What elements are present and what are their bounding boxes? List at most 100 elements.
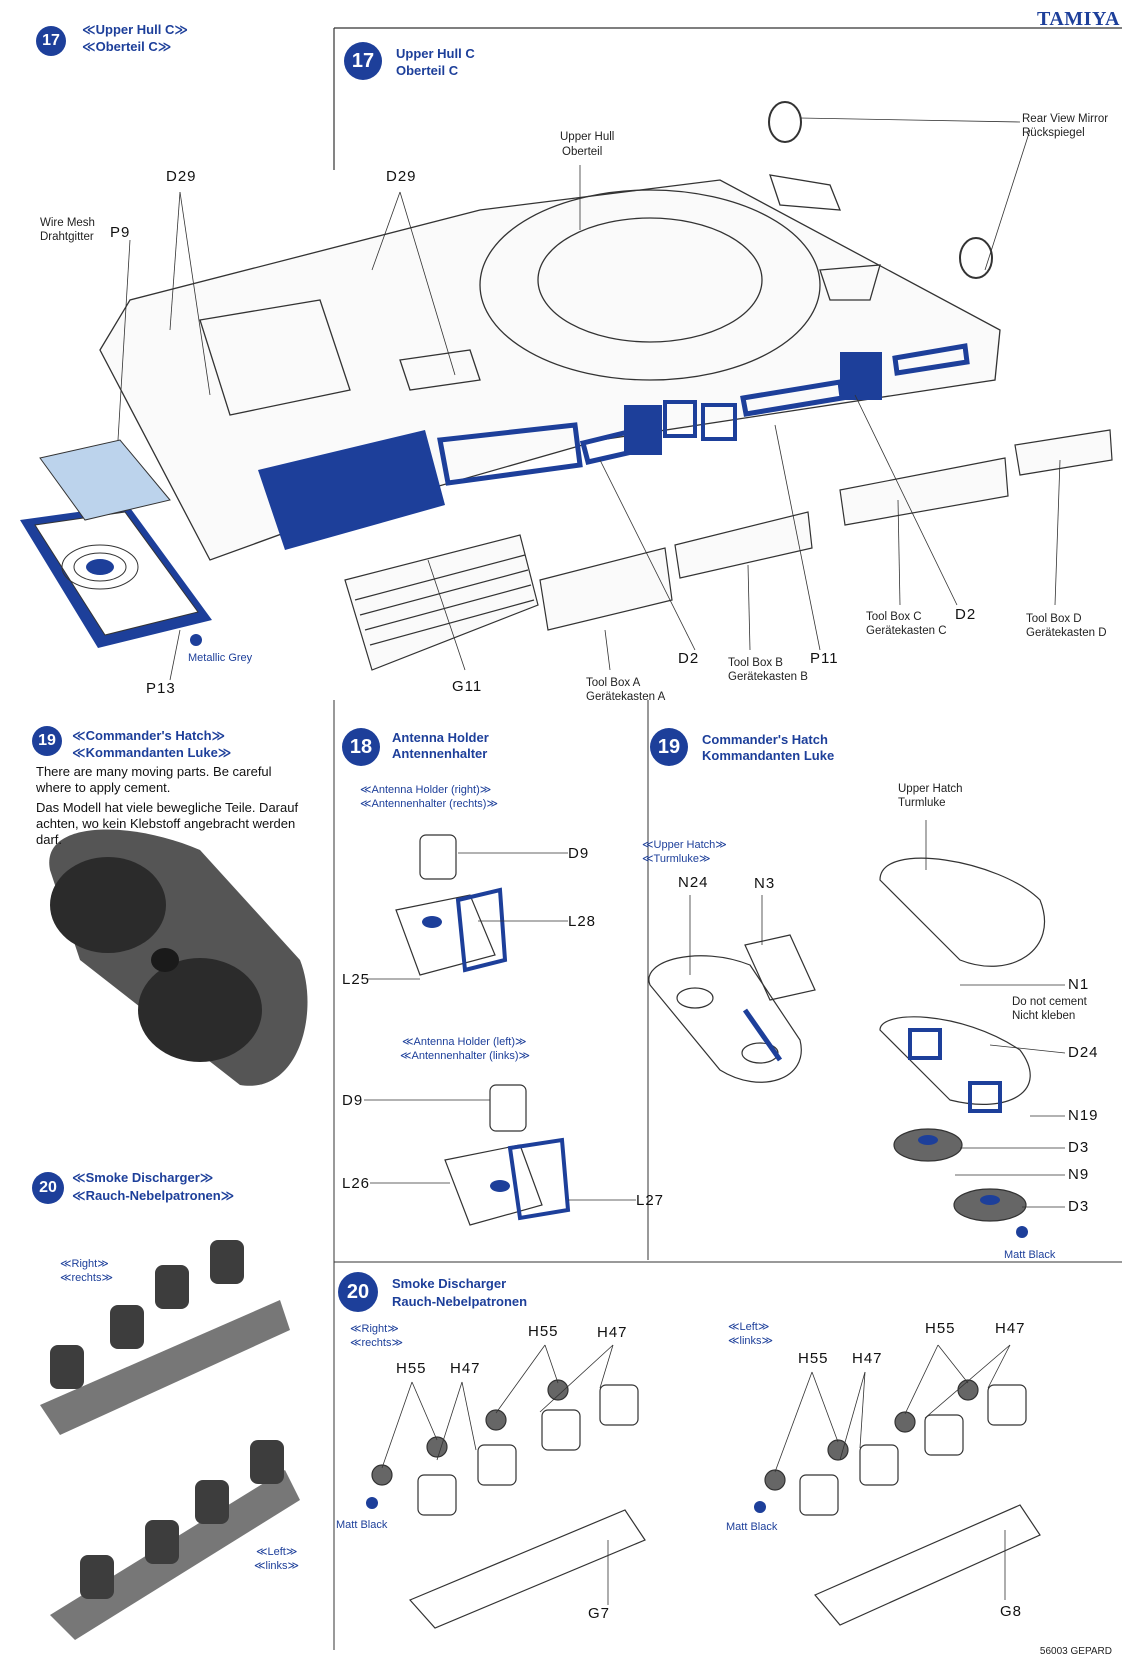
part-h55-r: H55 xyxy=(396,1360,427,1377)
discharger-left-en: ≪Left≫ xyxy=(728,1321,770,1333)
part-h47-r: H47 xyxy=(450,1360,481,1377)
label-mirror-de: Rückspiegel xyxy=(1022,127,1085,139)
step-20-main-badge: 20 xyxy=(338,1272,378,1312)
p13-plate xyxy=(20,439,212,648)
antenna-holder-left xyxy=(444,1084,571,1226)
step-19-title-en: ≪Commander's Hatch≫ xyxy=(72,728,226,743)
part-h47-r-top: H47 xyxy=(597,1324,628,1341)
discharger-left-de: ≪links≫ xyxy=(728,1335,774,1347)
label-mirror-en: Rear View Mirror xyxy=(1022,113,1109,125)
label-toolbox-c-en: Tool Box C xyxy=(866,611,922,623)
photo-left-de: ≪links≫ xyxy=(254,1560,300,1572)
discharger-right xyxy=(371,1379,646,1629)
discharger-right-de: ≪rechts≫ xyxy=(350,1337,403,1349)
step-17-main-title-de: Oberteil C xyxy=(396,63,459,78)
antenna-holder-right xyxy=(395,834,508,976)
part-n9: N9 xyxy=(1068,1166,1090,1183)
leader-lines-19 xyxy=(689,820,1066,1208)
part-h55-r-top: H55 xyxy=(528,1323,559,1340)
step-17-main-badge: 17 xyxy=(344,42,382,80)
part-h55-l-top: H55 xyxy=(925,1320,956,1337)
step-17-title-en: ≪Upper Hull C≫ xyxy=(82,22,188,37)
matt-black-hatch: Matt Black xyxy=(1004,1249,1056,1261)
part-p11: P11 xyxy=(810,650,839,667)
step-20-badge: 20 xyxy=(32,1172,64,1204)
photo-right-de: ≪rechts≫ xyxy=(60,1272,113,1284)
no-cement-en: Do not cement xyxy=(1012,996,1087,1008)
part-g8: G8 xyxy=(1000,1603,1023,1620)
part-n19: N19 xyxy=(1068,1107,1099,1124)
footer-code: 56003 GEPARD xyxy=(1039,1646,1112,1657)
step-19-note-de: Das Modell hat viele bewegliche Teile. D… xyxy=(36,800,299,847)
upper-hatch2-en: Upper Hatch xyxy=(898,783,963,795)
hatch-assembly xyxy=(879,857,1046,1222)
part-l26: L26 xyxy=(342,1175,371,1192)
part-d3-a: D3 xyxy=(1068,1139,1090,1156)
discharger-left xyxy=(764,1379,1041,1626)
brand-logo: TAMIYA xyxy=(1036,8,1120,30)
step-19-badge: 19 xyxy=(32,726,62,756)
photo-left-en: ≪Left≫ xyxy=(256,1546,298,1558)
photo-right-en: ≪Right≫ xyxy=(60,1258,109,1270)
part-d2-right: D2 xyxy=(955,606,977,623)
commanders-hatch-photo xyxy=(49,829,308,1086)
leader-lines-17 xyxy=(117,117,1061,681)
label-toolbox-d-en: Tool Box D xyxy=(1026,613,1082,625)
label-toolbox-a-en: Tool Box A xyxy=(586,677,641,689)
step-20-main-title-en: Smoke Discharger xyxy=(392,1276,507,1291)
label-upper-hull-de: Oberteil xyxy=(562,146,603,158)
mirrors xyxy=(768,101,993,279)
part-n3: N3 xyxy=(754,875,776,892)
engine-grille-g11 xyxy=(344,534,539,671)
part-d9-top: D9 xyxy=(568,845,590,862)
label-metallic-grey: Metallic Grey xyxy=(188,652,253,664)
tool-boxes xyxy=(539,429,1113,631)
label-toolbox-b-en: Tool Box B xyxy=(728,657,783,669)
antenna-left-de: ≪Antennenhalter (links)≫ xyxy=(400,1050,531,1062)
step-17-title-de: ≪Oberteil C≫ xyxy=(82,39,172,54)
step-20-title-de: ≪Rauch-Nebelpatronen≫ xyxy=(72,1188,235,1203)
part-p13: P13 xyxy=(146,680,176,697)
part-d2-left: D2 xyxy=(678,650,700,667)
step-19-main-badge: 19 xyxy=(650,728,688,766)
step-19-main-title-en: Commander's Hatch xyxy=(702,732,828,747)
matt-black-right: Matt Black xyxy=(336,1519,388,1531)
part-h47-l: H47 xyxy=(852,1350,883,1367)
leader-lines-18 xyxy=(364,852,636,1201)
step-18-title-de: Antennenhalter xyxy=(392,746,488,761)
part-d24: D24 xyxy=(1068,1044,1099,1061)
part-n24: N24 xyxy=(678,874,709,891)
hull-blue-plates xyxy=(258,343,970,550)
step-19-note-en: There are many moving parts. Be careful … xyxy=(36,764,272,795)
smoke-discharger-photos xyxy=(40,1240,300,1640)
step-17-badge: 17 xyxy=(36,26,66,56)
part-n1: N1 xyxy=(1068,976,1090,993)
no-cement-de: Nicht kleben xyxy=(1012,1010,1076,1022)
antenna-right-de: ≪Antennenhalter (rechts)≫ xyxy=(360,798,498,810)
label-toolbox-d-de: Gerätekasten D xyxy=(1026,627,1107,639)
label-upper-hull-en: Upper Hull xyxy=(560,131,615,143)
part-l27: L27 xyxy=(636,1192,665,1209)
part-g7: G7 xyxy=(588,1605,611,1622)
step-20-main-title-de: Rauch-Nebelpatronen xyxy=(392,1294,528,1309)
label-toolbox-b-de: Gerätekasten B xyxy=(728,671,808,683)
part-l28: L28 xyxy=(568,913,597,930)
part-d3-b: D3 xyxy=(1068,1198,1090,1215)
step-18-title-en: Antenna Holder xyxy=(392,730,489,745)
part-h47-l-top: H47 xyxy=(995,1320,1026,1337)
part-p9: P9 xyxy=(110,224,131,241)
upper-hatch-label-de: ≪Turmluke≫ xyxy=(642,853,711,865)
antenna-right-en: ≪Antenna Holder (right)≫ xyxy=(360,784,492,796)
matt-black-left: Matt Black xyxy=(726,1521,778,1533)
antenna-left-en: ≪Antenna Holder (left)≫ xyxy=(402,1036,527,1048)
part-d9-bottom: D9 xyxy=(342,1092,364,1109)
part-l25: L25 xyxy=(342,971,371,988)
label-wire-mesh-en: Wire Mesh xyxy=(40,217,95,229)
part-h55-l: H55 xyxy=(798,1350,829,1367)
step-20-title-en: ≪Smoke Discharger≫ xyxy=(72,1170,214,1185)
step-19-main-title-de: Kommandanten Luke xyxy=(702,748,835,763)
part-d29-right: D29 xyxy=(386,168,417,185)
leader-lines-20 xyxy=(381,1344,1011,1605)
discharger-right-en: ≪Right≫ xyxy=(350,1323,399,1335)
